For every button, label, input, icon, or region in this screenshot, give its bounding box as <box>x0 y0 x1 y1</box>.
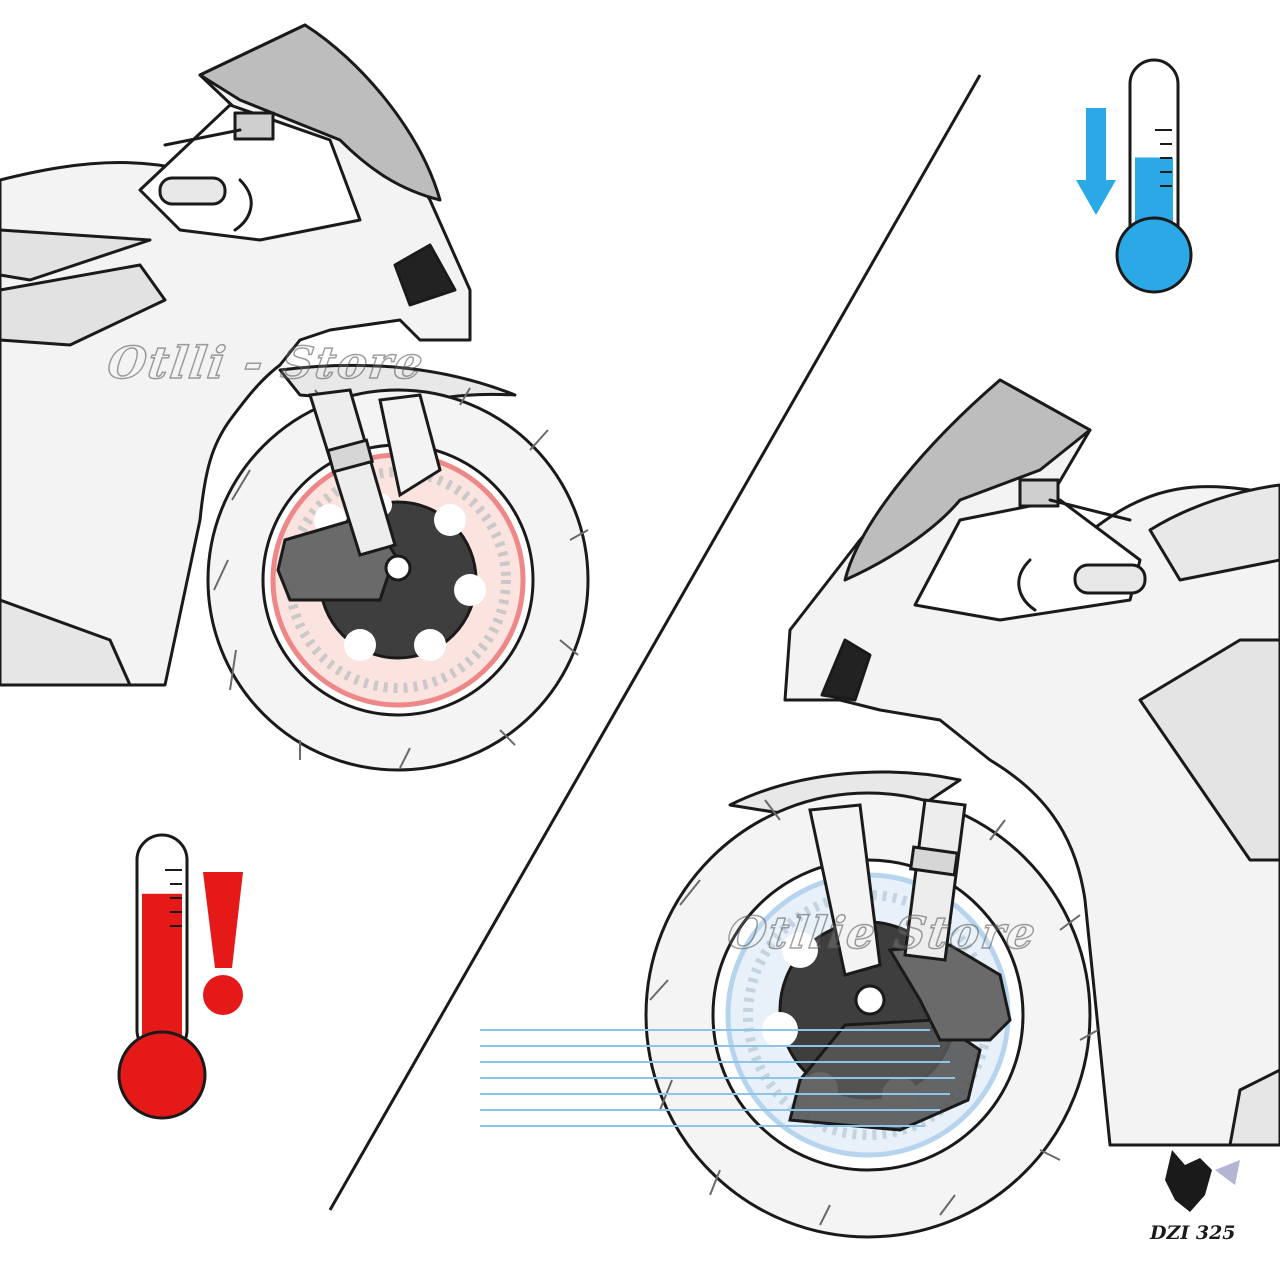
hot-thermo-bulb <box>117 1030 207 1120</box>
right-fork-clamp <box>908 845 960 877</box>
right-fairing <box>783 378 1280 1147</box>
right-cable <box>1017 558 1037 612</box>
left-stripe-2 <box>0 263 167 347</box>
right-lower-shade <box>1228 1068 1280 1147</box>
left-fairing <box>0 23 472 687</box>
signature-text: DZI 325 <box>1150 1222 1236 1244</box>
right-lever <box>1048 498 1132 522</box>
signature-logo-icon <box>1165 1150 1240 1212</box>
left-stripe-1 <box>0 228 152 282</box>
right-air-intake <box>820 638 872 702</box>
right-tread <box>649 799 1099 1226</box>
cold-thermo-ticks <box>1155 129 1172 187</box>
left-disc-perforations <box>285 467 511 693</box>
right-reservoir <box>1018 478 1060 508</box>
left-fork <box>308 388 442 557</box>
hot-thermo-ticks <box>165 869 182 927</box>
left-grip <box>158 176 227 206</box>
thermometer-cold-icon <box>1115 58 1193 294</box>
left-lower-shade <box>0 598 132 687</box>
left-lever <box>163 128 242 147</box>
airflow-lines <box>480 1029 955 1127</box>
right-caliper <box>887 943 1012 1042</box>
right-fork <box>808 798 967 977</box>
left-tread <box>213 387 589 769</box>
diagonal-divider <box>328 74 982 1211</box>
left-axle <box>384 554 412 582</box>
right-rear-panel <box>1148 483 1280 582</box>
right-fork-leg <box>808 803 882 977</box>
exclamation-icon <box>203 872 243 1015</box>
left-windscreen <box>198 23 442 202</box>
left-motorcycle <box>0 23 517 687</box>
right-motorcycle <box>728 378 1280 1147</box>
watermark-left: Otlli - Store <box>104 337 429 390</box>
down-arrow-icon <box>1076 108 1116 215</box>
left-fork-tube <box>308 388 397 557</box>
right-side-panel <box>1138 638 1280 862</box>
left-air-intake <box>393 243 457 307</box>
watermark-right: Otllie Store <box>724 907 1041 960</box>
left-fork-clamp <box>325 438 375 474</box>
left-wheel <box>206 387 590 772</box>
right-grip <box>1073 563 1147 595</box>
cold-thermo-bulb <box>1115 216 1193 294</box>
right-axle <box>854 984 886 1016</box>
right-windscreen <box>843 378 1092 582</box>
left-fork-leg <box>378 393 442 498</box>
right-wheel <box>644 791 1099 1239</box>
left-cable <box>233 178 253 232</box>
right-fork-tube <box>903 798 967 962</box>
thermometer-hot-icon <box>117 833 207 1120</box>
left-reservoir <box>233 111 275 141</box>
